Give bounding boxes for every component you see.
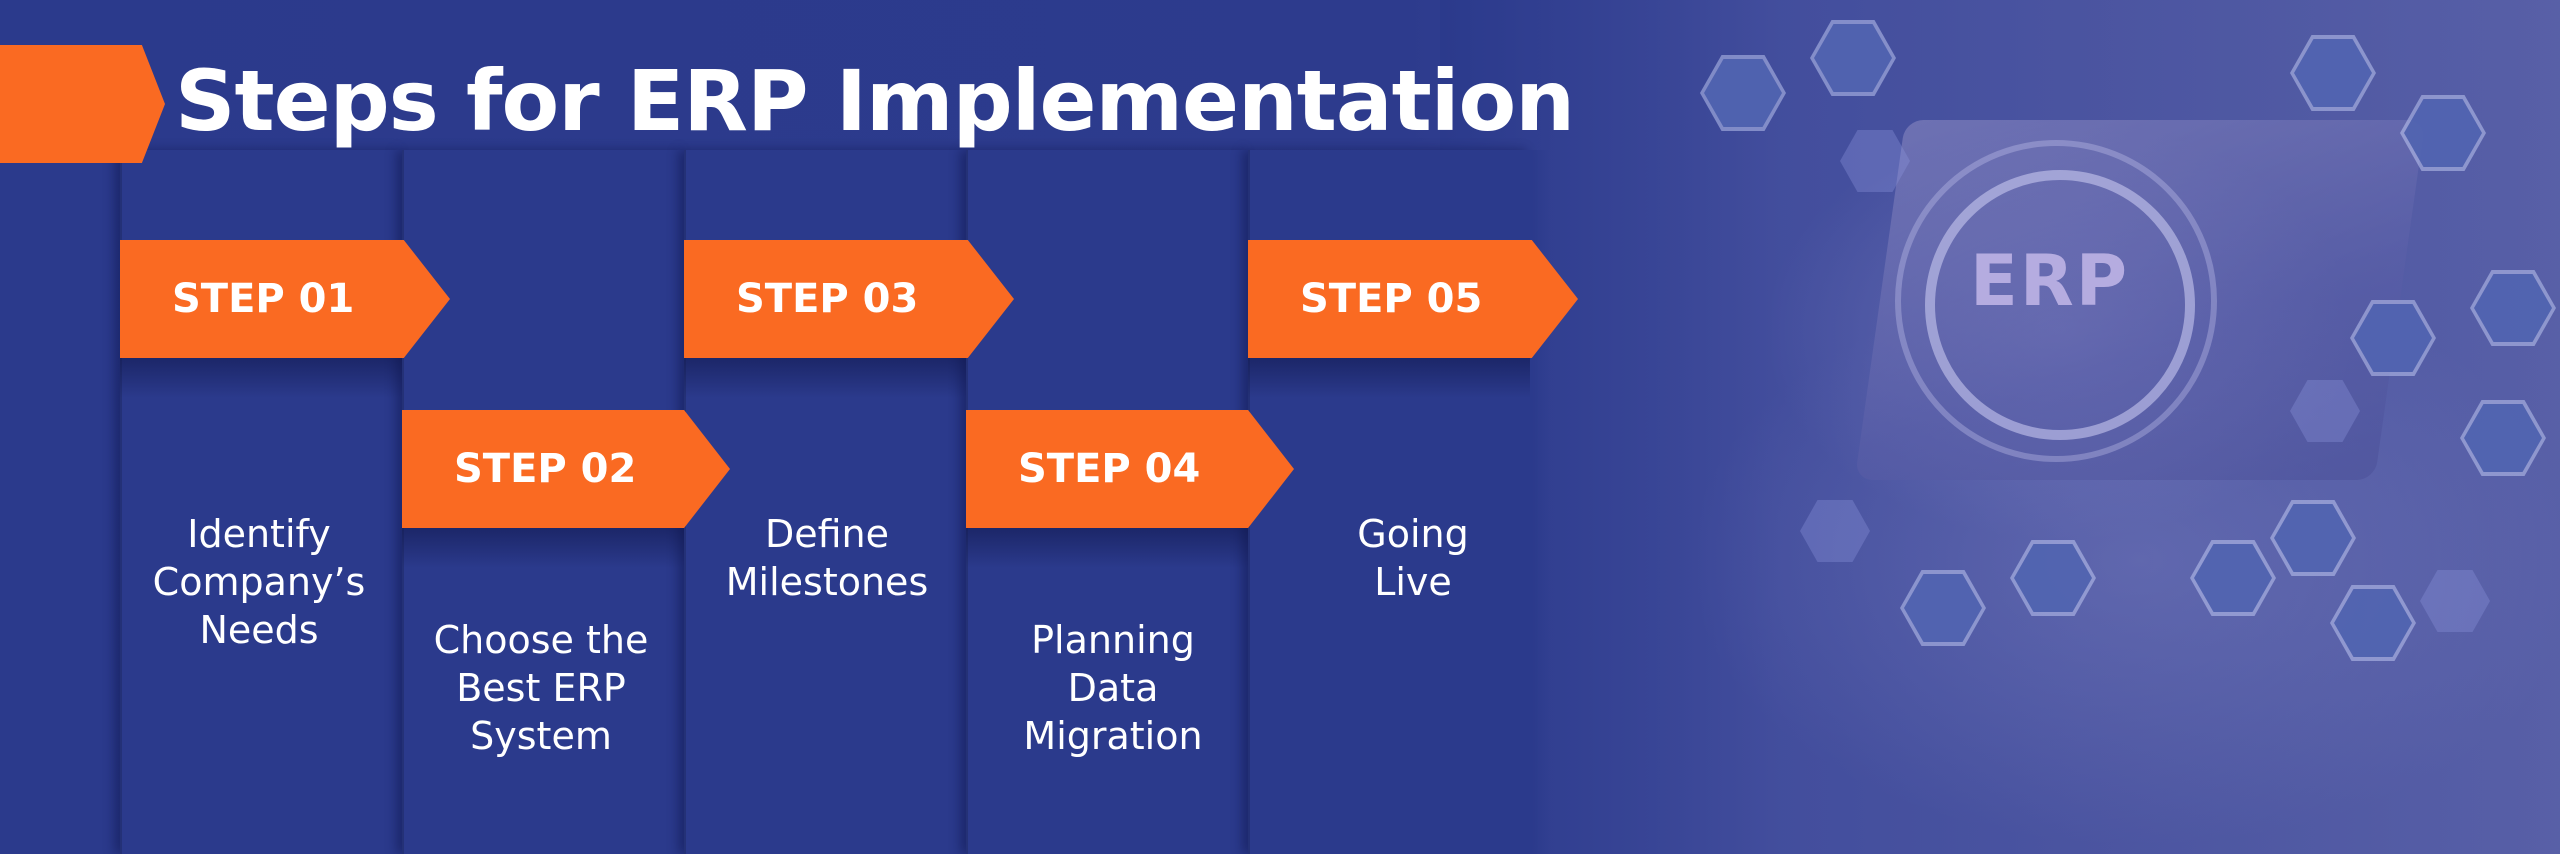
- description-line: Migration: [1023, 714, 1203, 758]
- step-05-tab: STEP 05: [1248, 240, 1578, 358]
- tab-shadow: [1248, 358, 1530, 398]
- step-05-description: Going Live: [1272, 510, 1554, 606]
- step-03-description: Define Milestones: [686, 510, 968, 606]
- step-02-description: Choose the Best ERP System: [400, 616, 682, 760]
- description-line: System: [470, 714, 612, 758]
- page-title: Steps for ERP Implementation: [175, 52, 1575, 150]
- step-04-tab: STEP 04: [966, 410, 1294, 528]
- step-04-description: Planning Data Migration: [972, 616, 1254, 760]
- description-line: Define: [764, 512, 890, 556]
- description-line: Data: [1067, 666, 1159, 710]
- description-line: Going: [1357, 512, 1469, 556]
- description-line: Identify: [187, 512, 331, 556]
- description-line: Company’s: [152, 560, 366, 604]
- step-01-description: Identify Company’s Needs: [118, 510, 400, 654]
- group-hex-icon: [1810, 20, 1896, 96]
- description-line: Best ERP: [456, 666, 626, 710]
- title-arrow-icon: [0, 45, 165, 163]
- description-line: Planning: [1031, 618, 1195, 662]
- description-line: Live: [1374, 560, 1452, 604]
- cart-hex-icon: [1900, 570, 1986, 646]
- step-03-tab: STEP 03: [684, 240, 1014, 358]
- erp-logo-text: ERP: [1970, 240, 2130, 322]
- description-line: Choose the: [433, 618, 649, 662]
- hex-decoration-icon: [2290, 380, 2360, 442]
- tab-shadow: [966, 528, 1248, 568]
- description-line: Needs: [199, 608, 319, 652]
- team-hex-icon: [1700, 55, 1786, 131]
- tab-shadow: [684, 358, 966, 398]
- hex-decoration-icon: [2420, 570, 2490, 632]
- step-02-tab: STEP 02: [402, 410, 730, 528]
- tab-shadow: [402, 528, 684, 568]
- step-01-tab: STEP 01: [120, 240, 450, 358]
- description-line: Milestones: [725, 560, 929, 604]
- tab-shadow: [120, 358, 402, 398]
- erp-outer-ring-icon: [1895, 140, 2217, 462]
